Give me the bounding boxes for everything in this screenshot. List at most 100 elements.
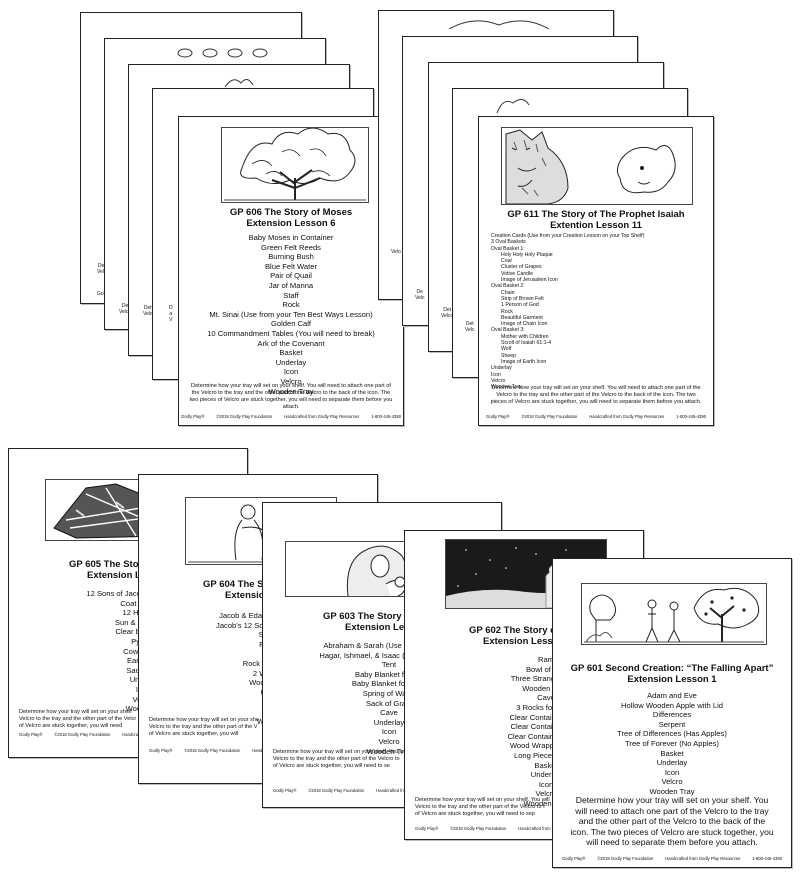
list-item: Basket [534,760,558,770]
list-item: Long Piece of Twin [513,750,579,760]
list-item: 3 Oval Baskets [491,239,526,246]
list-item: Clear Container of St [510,722,582,732]
list-item: Velcro [280,376,302,386]
list-item: Velcro [378,736,400,746]
card-title: GP 602 The Story of A Extension Lesso [469,625,569,647]
list-item: Adam and Eve [647,691,697,700]
materials-list: Creation Cards (Use from your Creation L… [491,233,701,390]
list-item: Coal [501,258,512,265]
list-item: Oval Basket 2: [491,283,525,290]
list-item: Tent [381,660,397,670]
list-item: Wooden Tray [491,384,522,391]
list-item: Underlay [373,717,405,727]
list-item: Sheep [501,352,517,359]
list-item: Icon [538,779,554,789]
list-item: Serpent [658,719,686,729]
list-item: Basket [660,748,684,758]
list-item: Wood Wrapped in Tw [509,741,583,751]
list-item: Wooden Tray [268,386,314,396]
list-item: Underlay [491,365,512,372]
wolf-and-lamb-illustration [501,127,693,205]
list-item: Golden Calf [270,319,312,329]
list-item: Velcro [491,377,506,384]
list-item: Jar of Manna [268,280,314,290]
list-item: Wooden Tray [649,786,695,796]
list-item: Tree of Forever (No Apples) [625,738,719,748]
card-title: GP 601 Second Creation: “The Falling Apa… [570,663,774,685]
list-item: Cave [537,693,555,703]
list-item: Icon [283,367,299,377]
list-item: Image of Chain Icon [501,321,548,328]
materials-list: Abraham & Sarah (Use 2 People of Go Haga… [277,641,501,756]
lesson-card-gp611: GP 611 The Story of The Prophet Isaiah E… [478,116,714,426]
list-item: Baby Blanket for Isa [355,669,423,679]
list-item: Cluster of Grapes [501,264,542,271]
list-item: Scroll of Isaiah 61:1-4 [501,340,552,347]
list-item: Burning Bush [268,252,314,262]
list-item: Underlay [530,770,562,780]
list-item: Staff [283,290,299,300]
instructions-text: Determine how your tray will set on your… [570,795,774,848]
card-title: GP 605 The Stor Extension L [69,559,143,581]
list-item: Wolf [501,346,512,353]
eyes-illustration [165,43,275,63]
list-item: Sack of Grain [365,698,412,708]
card-illustration [439,15,559,35]
list-item: Wooden Knife [522,683,570,693]
list-item: Holy Holy Holy Plaque [501,251,553,258]
instructions-text: Determine how your tray will set on your… [273,749,406,769]
list-item: Velcro [535,789,557,799]
list-item: Image of Earth Icon [501,358,547,365]
list-item: 3 Rocks for Altars [516,702,576,712]
card-title: GP 604 The St Extension [203,579,271,601]
list-item: Chain [501,289,515,296]
list-item: Ram [537,655,555,664]
list-item: Icon [381,727,397,737]
list-item: Green Felt Reeds [261,242,321,252]
list-item: Hollow Wooden Apple with Lid [620,700,723,710]
card-title: GP 603 The Story of Extension Less [323,611,415,633]
list-item: Baby Blanket for Ishm [351,679,427,689]
list-item: Differences [652,710,692,720]
burning-bush-illustration [221,127,369,203]
list-item: Spring of Water [362,688,416,698]
lesson-card-gp606: GP 606 The Story of Moses Extension Less… [178,116,404,426]
list-item: 1 Person of God [501,302,539,309]
list-item: Strip of Brown Felt [501,295,544,302]
instructions-text: Determine how your tray will set on your… [415,797,550,817]
list-item: 10 Commandment Tables (You will need to … [207,328,375,338]
list-item: Blue Felt Water [264,261,318,271]
list-item: Votive Candle [501,270,534,277]
list-item: Icon [491,371,501,378]
materials-list: Adam and Eve Hollow Wooden Apple with Li… [553,691,791,797]
list-item: Basket [279,348,303,358]
list-item: Wooden Tray [523,798,569,808]
text-fragment: Godl [97,291,108,297]
list-item: Mt. Sinai (Use from your Ten Best Ways L… [209,309,373,319]
materials-list: Baby Moses in Container Green Felt Reeds… [179,233,403,396]
list-item: Underlay [275,357,307,367]
list-item: Clear Container of Sav [507,731,585,741]
list-item: Velcro [661,777,683,787]
list-item: Oval Basket 3: [491,327,525,334]
list-item: Oval Basket 1: [491,245,525,252]
list-item: Creation Cards (Use from your Creation L… [491,233,645,239]
instructions-text: Determine how your tray will set on your… [189,383,393,410]
card-illustration [219,71,259,91]
list-item: Mother with Children [501,333,549,340]
list-item: Pair of Quail [270,271,312,281]
list-item: Hagar, Ishmael, & Isaac (Use 3 People of [319,650,459,660]
prophet-illustration [493,93,533,115]
lesson-card-gp601: GP 601 Second Creation: “The Falling Apa… [552,558,792,868]
